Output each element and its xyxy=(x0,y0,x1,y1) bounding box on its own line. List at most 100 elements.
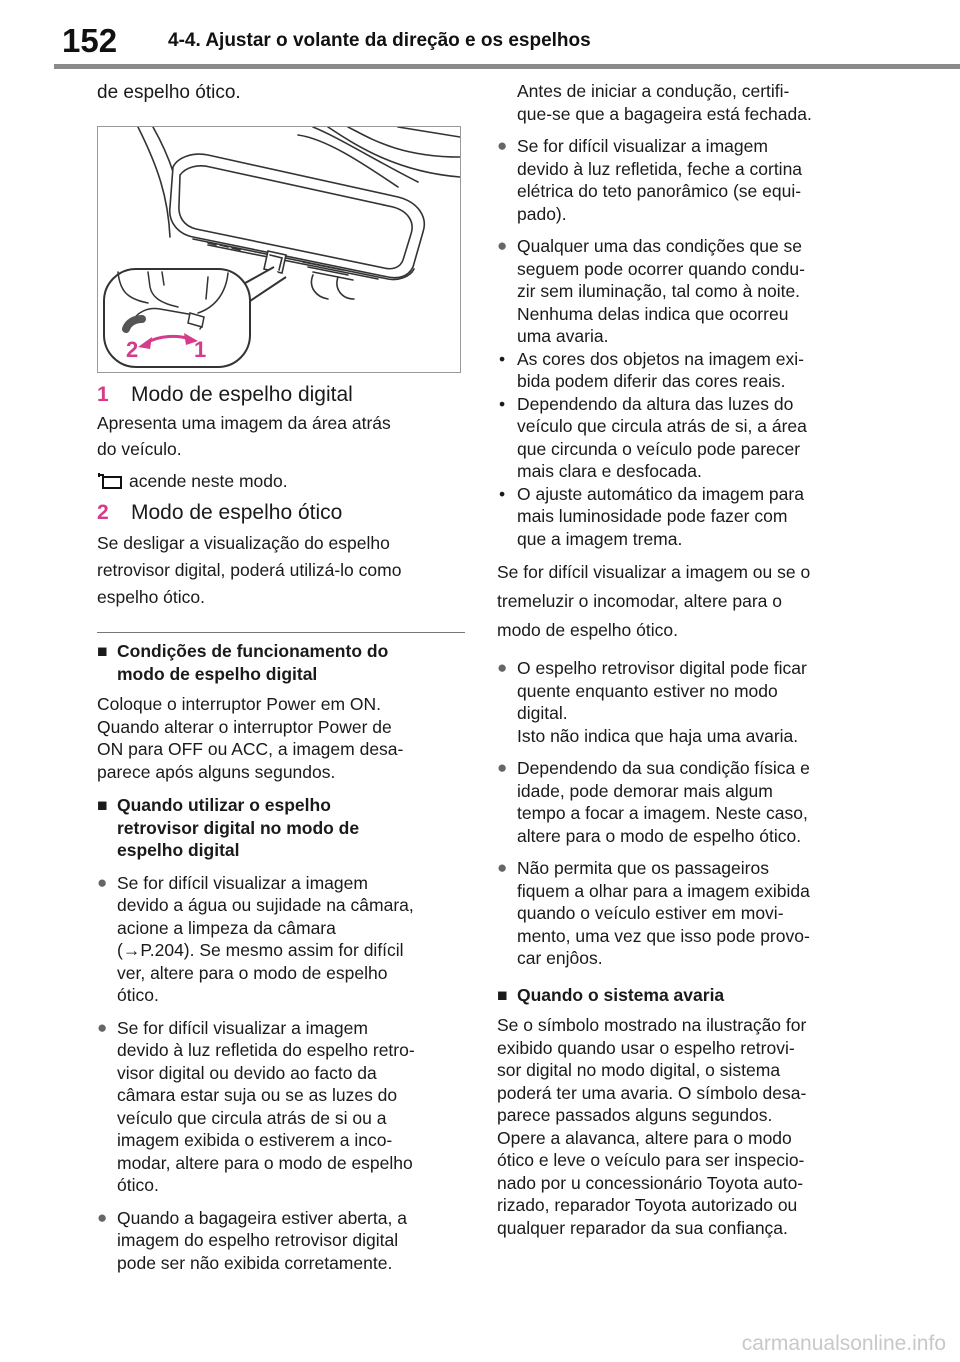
bullet-line: visor digital ou devido ao facto da xyxy=(117,1062,377,1083)
usage-heading: ■ Quando utilizar o espelho retrovisor d… xyxy=(97,794,465,862)
bullet-dot: ● xyxy=(497,236,508,255)
bullet-line: imagem exibida o estiverem a inco- xyxy=(117,1130,393,1150)
digital-mirror-icon xyxy=(97,471,123,497)
conditions-line: Quando alterar o interruptor Power de xyxy=(97,716,392,737)
failure-line: Se o símbolo mostrado na ilustração for xyxy=(497,1015,807,1035)
mode1-line: Apresenta uma imagem da área atrás xyxy=(97,413,391,433)
bullet-dot: ● xyxy=(497,658,508,677)
bullet-dot: ● xyxy=(497,858,508,877)
figure-label-1: 1 xyxy=(194,337,207,362)
bullet-line: Dependendo da sua condição física e xyxy=(517,758,810,778)
mode1-icon-line: acende neste modo. xyxy=(97,468,465,497)
failure-body: Se o símbolo mostrado na ilustração for … xyxy=(497,1014,865,1239)
dash-marker: • xyxy=(499,483,506,504)
square-marker: ■ xyxy=(97,795,108,815)
page-number: 152 xyxy=(62,22,118,59)
bullet-line: ótico. xyxy=(117,1175,159,1195)
dash-line: que circunda o veículo pode parecer xyxy=(517,438,801,459)
paragraph-line: modo de espelho ótico. xyxy=(497,620,678,640)
mode2-line: espelho ótico. xyxy=(97,587,205,607)
failure-line: rizado, reparador Toyota autorizado ou xyxy=(497,1195,798,1215)
mode1-desc: Apresenta uma imagem da área atrás do ve… xyxy=(97,410,465,462)
right-bullet: ● Qualquer uma das condições que se segu… xyxy=(497,235,865,348)
section-divider xyxy=(97,632,465,633)
bullet-line: quando o veículo estiver em movi- xyxy=(517,903,784,923)
bullet-line: idade, pode demorar mais algum xyxy=(517,780,773,801)
square-marker: ■ xyxy=(497,984,508,1005)
mode2-heading: 2 Modo de espelho ótico xyxy=(97,500,465,526)
bullet-line: acione a limpeza da câmara xyxy=(117,917,336,938)
conditions-section: ■ Condições de funcionamento do modo de … xyxy=(97,640,465,783)
failure-heading: ■ Quando o sistema avaria xyxy=(497,984,865,1007)
mirror-illustration: 2 1 xyxy=(97,126,461,373)
bullet-line: devido à luz refletida do espelho retro- xyxy=(117,1040,415,1060)
failure-line: poderá ter uma avaria. O símbolo desa- xyxy=(497,1082,807,1103)
usage-bullet: ● Se for difícil visualizar a imagem dev… xyxy=(97,872,465,1007)
failure-line: parece passados alguns segundos. xyxy=(497,1105,773,1125)
dash-line: mais luminosidade pode fazer com xyxy=(517,506,788,526)
bullet-line: devido à luz refletida, feche a cortina xyxy=(517,158,803,179)
bullet-line: Se for difícil visualizar a imagem xyxy=(117,1017,368,1038)
bullet-dot: ● xyxy=(97,1017,108,1037)
usage-title-line: Quando utilizar o espelho xyxy=(117,795,331,815)
failure-title: Quando o sistema avaria xyxy=(517,984,725,1005)
dash-item: • Dependendo da altura das luzes do veíc… xyxy=(497,393,865,483)
mode2-title: Modo de espelho ótico xyxy=(131,501,343,524)
failure-line: exibido quando usar o espelho retrovi- xyxy=(497,1037,795,1058)
bullet-line: car enjôos. xyxy=(517,948,603,968)
failure-line: qualquer reparador da sua confiança. xyxy=(497,1217,788,1238)
dash-line: bida podem diferir das cores reais. xyxy=(517,371,786,391)
continuation-line: Antes de iniciar a condução, certifi- xyxy=(517,81,790,101)
usage-title-line: retrovisor digital no modo de xyxy=(117,817,360,838)
bullet-line: pado). xyxy=(517,203,567,224)
conditions-heading: ■ Condições de funcionamento do modo de … xyxy=(97,640,465,685)
mode2-number: 2 xyxy=(97,501,109,524)
bullet-line: Se for difícil visualizar a imagem xyxy=(117,872,368,893)
right-bullet: ● O espelho retrovisor digital pode fica… xyxy=(497,657,865,747)
dash-line: mais clara e desfocada. xyxy=(517,461,702,481)
bullet-line: altere para o modo de espelho ótico. xyxy=(517,825,802,846)
right-bullet: ● Se for difícil visualizar a imagem dev… xyxy=(497,135,865,225)
dash-item: • As cores dos objetos na imagem exi- bi… xyxy=(497,348,865,393)
bullet-dot: ● xyxy=(497,758,508,777)
dash-line: veículo que circula atrás de si, a área xyxy=(517,416,807,436)
flicker-paragraph: Se for difícil visualizar a imagem ou se… xyxy=(497,558,865,645)
mode1-heading: 1 Modo de espelho digital xyxy=(97,382,465,408)
dash-line: que a imagem trema. xyxy=(517,528,683,549)
dash-line: O ajuste automático da imagem para xyxy=(517,483,804,504)
bullet-line: ótico. xyxy=(117,985,159,1005)
conditions-line: Coloque o interruptor Power em ON. xyxy=(97,694,382,714)
dash-line: Dependendo da altura das luzes do xyxy=(517,393,794,414)
bullet-line: pode ser não exibida corretamente. xyxy=(117,1252,393,1273)
bullet-line: zir sem iluminação, tal como à noite. xyxy=(517,281,801,301)
failure-line: Opere a alavanca, altere para o modo xyxy=(497,1127,792,1148)
bullet-line: modar, altere para o modo de espelho xyxy=(117,1152,413,1173)
conditions-title-line: modo de espelho digital xyxy=(117,663,318,684)
usage-bullet: ● Se for difícil visualizar a imagem dev… xyxy=(97,1017,465,1197)
dash-line: As cores dos objetos na imagem exi- xyxy=(517,348,804,369)
bullet-line: Nenhuma delas indica que ocorreu xyxy=(517,303,789,324)
intro-text: de espelho ótico. xyxy=(97,82,241,103)
continuation-line: que-se que a bagageira está fechada. xyxy=(517,103,812,124)
right-bullets-a: ● Se for difícil visualizar a imagem dev… xyxy=(497,135,865,1239)
conditions-line: parece após alguns segundos. xyxy=(97,761,336,782)
usage-section: ■ Quando utilizar o espelho retrovisor d… xyxy=(97,794,465,1274)
section-title: 4-4. Ajustar o volante da direção e os e… xyxy=(168,30,591,51)
bullet-line: mento, uma vez que isso pode provo- xyxy=(517,925,810,946)
bullet-dot: ● xyxy=(497,136,508,155)
conditions-body: Coloque o interruptor Power em ON. Quand… xyxy=(97,693,465,783)
dash-item: • O ajuste automático da imagem para mai… xyxy=(497,483,865,551)
usage-title-line: espelho digital xyxy=(117,840,240,860)
right-bullet: ● Não permita que os passageiros fiquem … xyxy=(497,857,865,970)
dash-marker: • xyxy=(499,348,506,369)
bullet-line: Isto não indica que haja uma avaria. xyxy=(517,725,799,746)
bullet-line: Se for difícil visualizar a imagem xyxy=(517,136,768,156)
watermark: carmanualsonline.info xyxy=(741,1332,946,1355)
header-rule xyxy=(54,64,960,69)
bullet-line: quente enquanto estiver no modo xyxy=(517,680,778,701)
bullet-line: câmara estar suja ou se as luzes do xyxy=(117,1085,398,1105)
bullet-line: (→P.204). Se mesmo assim for difícil xyxy=(117,940,404,960)
failure-line: sor digital no modo digital, o sistema xyxy=(497,1060,781,1080)
bullet-line: elétrica do teto panorâmico (se equi- xyxy=(517,181,802,201)
figure-label-2: 2 xyxy=(126,337,139,362)
